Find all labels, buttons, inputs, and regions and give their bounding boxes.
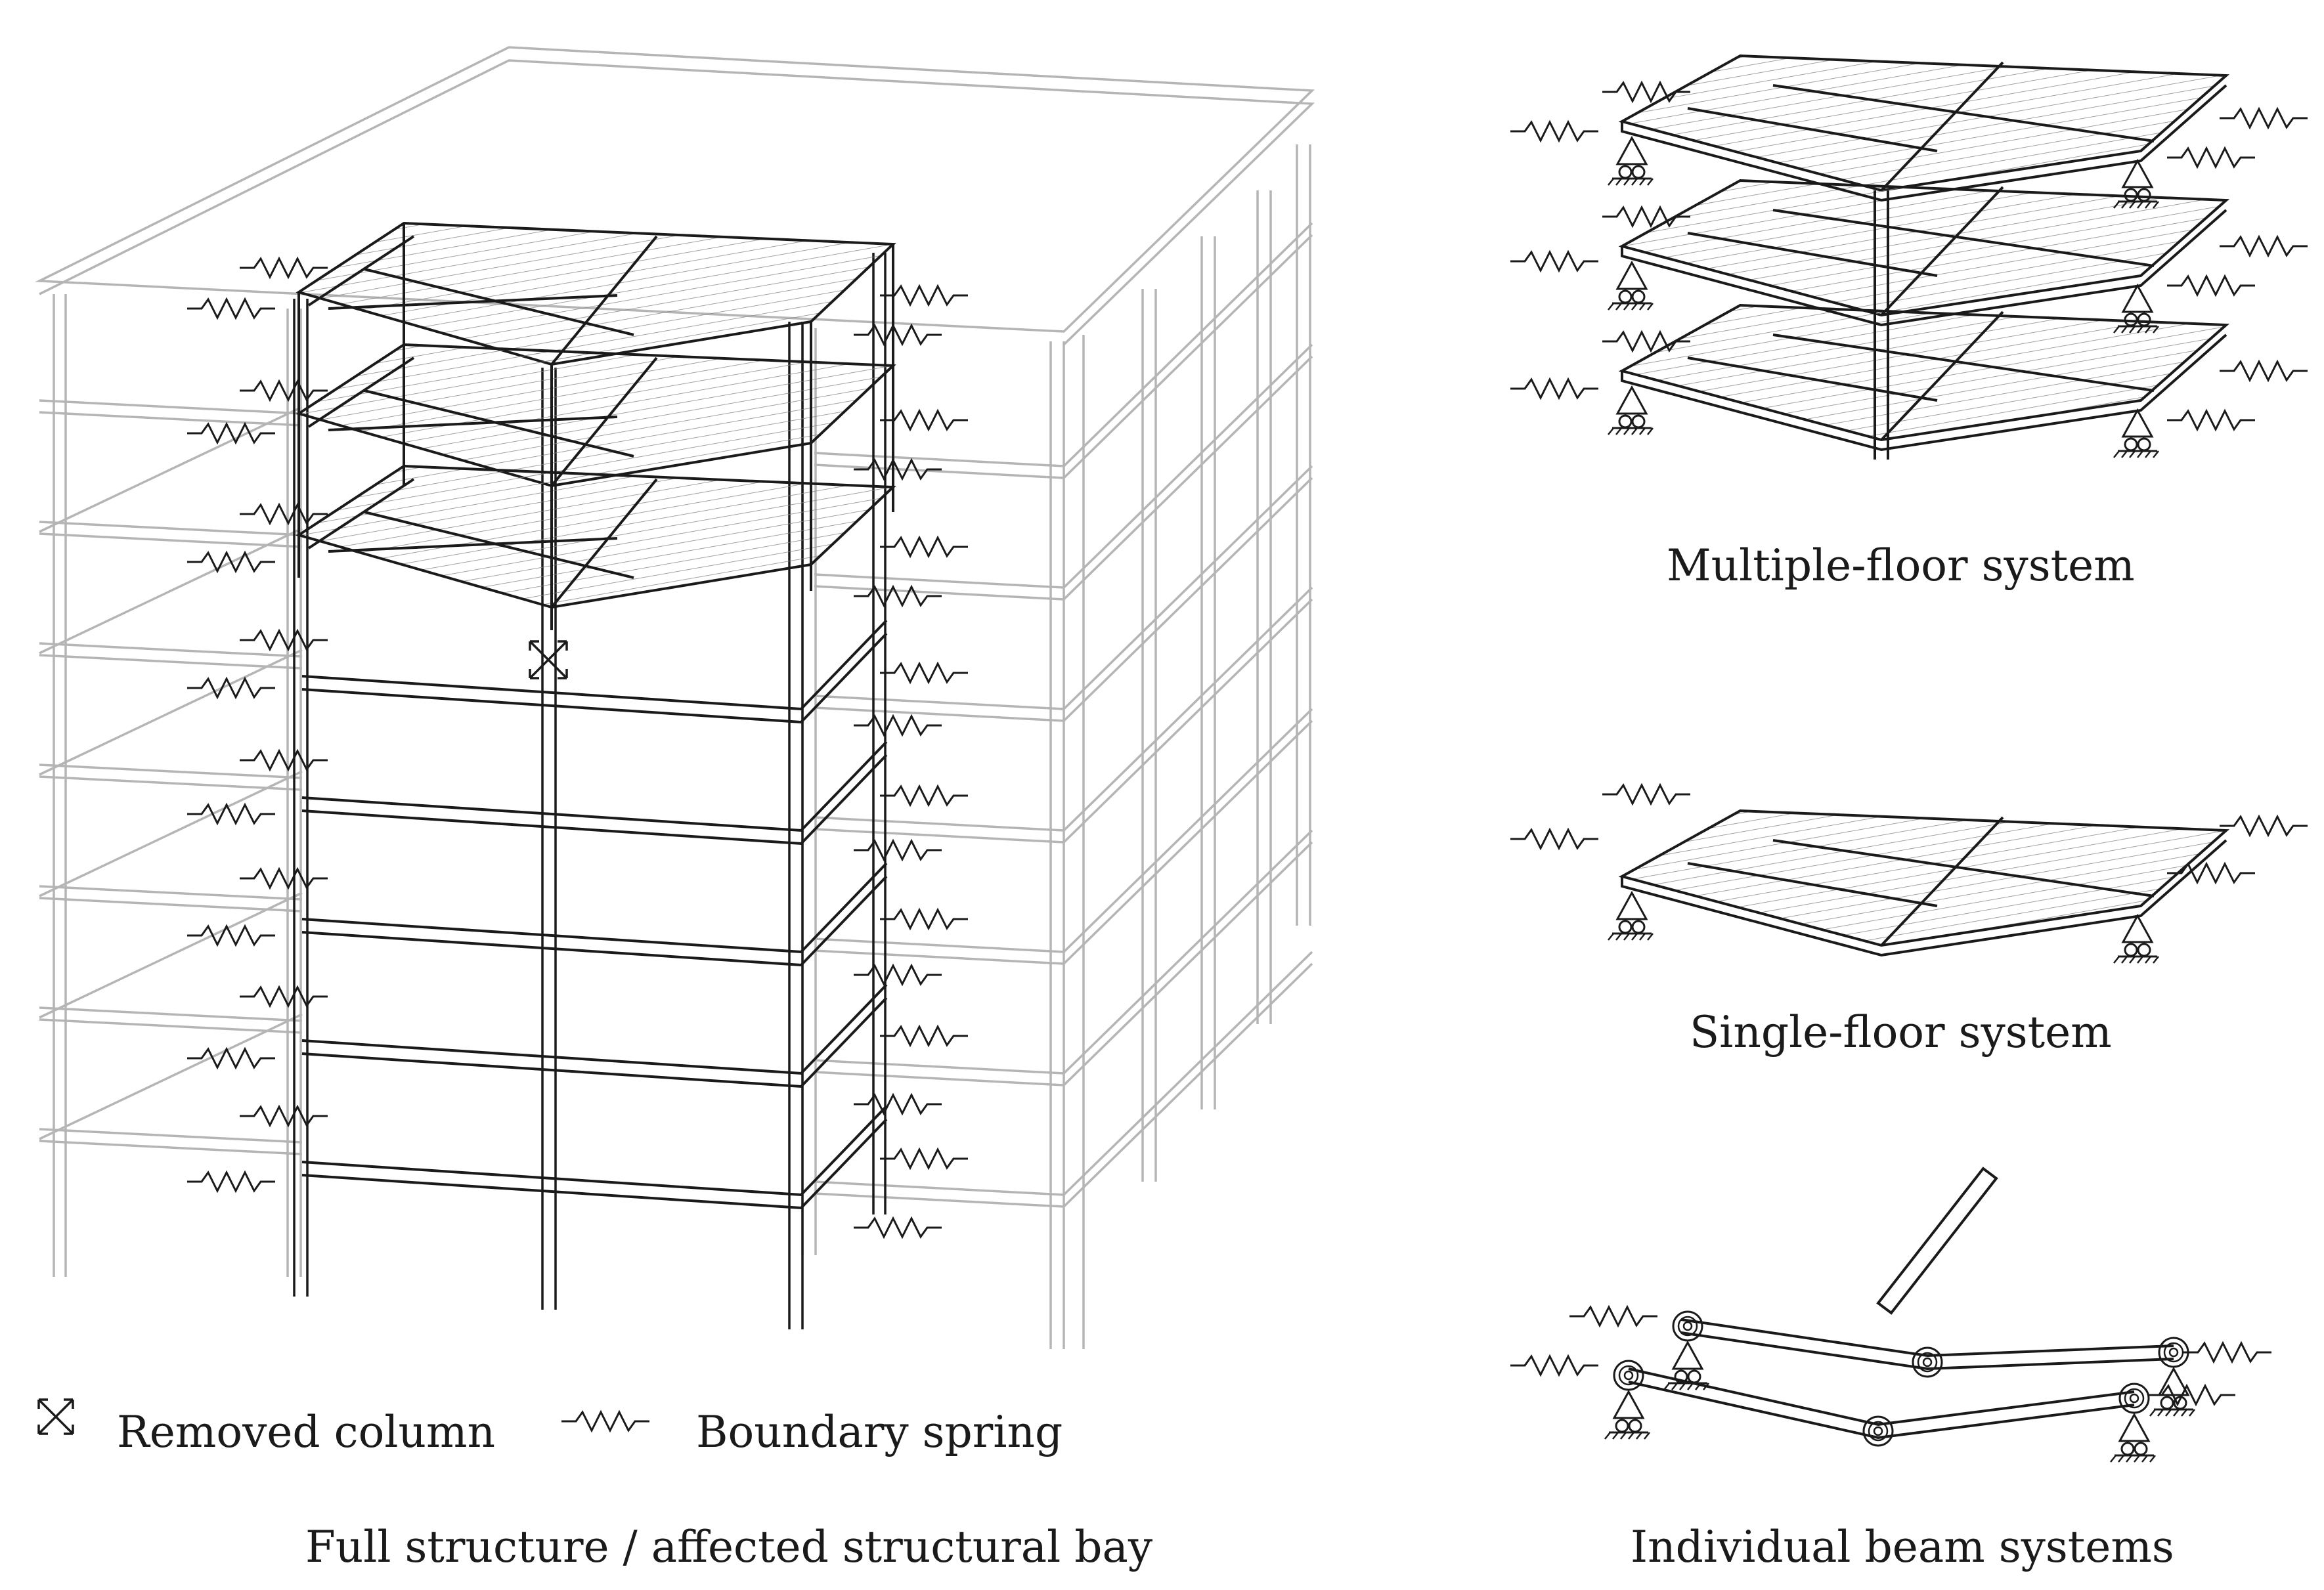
affected-bay-upper-floors bbox=[296, 221, 896, 630]
legend-removed-column-icon bbox=[37, 1398, 74, 1435]
legend-removed-column-label: Removed column bbox=[117, 1407, 496, 1457]
multiple-floor-system-drawing bbox=[1509, 54, 2309, 460]
legend-boundary-spring-label: Boundary spring bbox=[696, 1407, 1063, 1457]
removed-column-icon bbox=[529, 640, 568, 679]
caption-full-structure: Full structure / affected structural bay bbox=[305, 1522, 1153, 1572]
caption-single-floor: Single-floor system bbox=[1690, 1007, 2112, 1058]
right-boundary-springs bbox=[852, 285, 969, 1238]
individual-beam-systems-drawing bbox=[1509, 1167, 2273, 1463]
single-floor-system-drawing bbox=[1509, 784, 2309, 964]
legend-boundary-spring-icon bbox=[560, 1411, 651, 1432]
caption-individual-beams: Individual beam systems bbox=[1631, 1522, 2174, 1572]
caption-multiple-floor: Multiple-floor system bbox=[1667, 540, 2135, 591]
